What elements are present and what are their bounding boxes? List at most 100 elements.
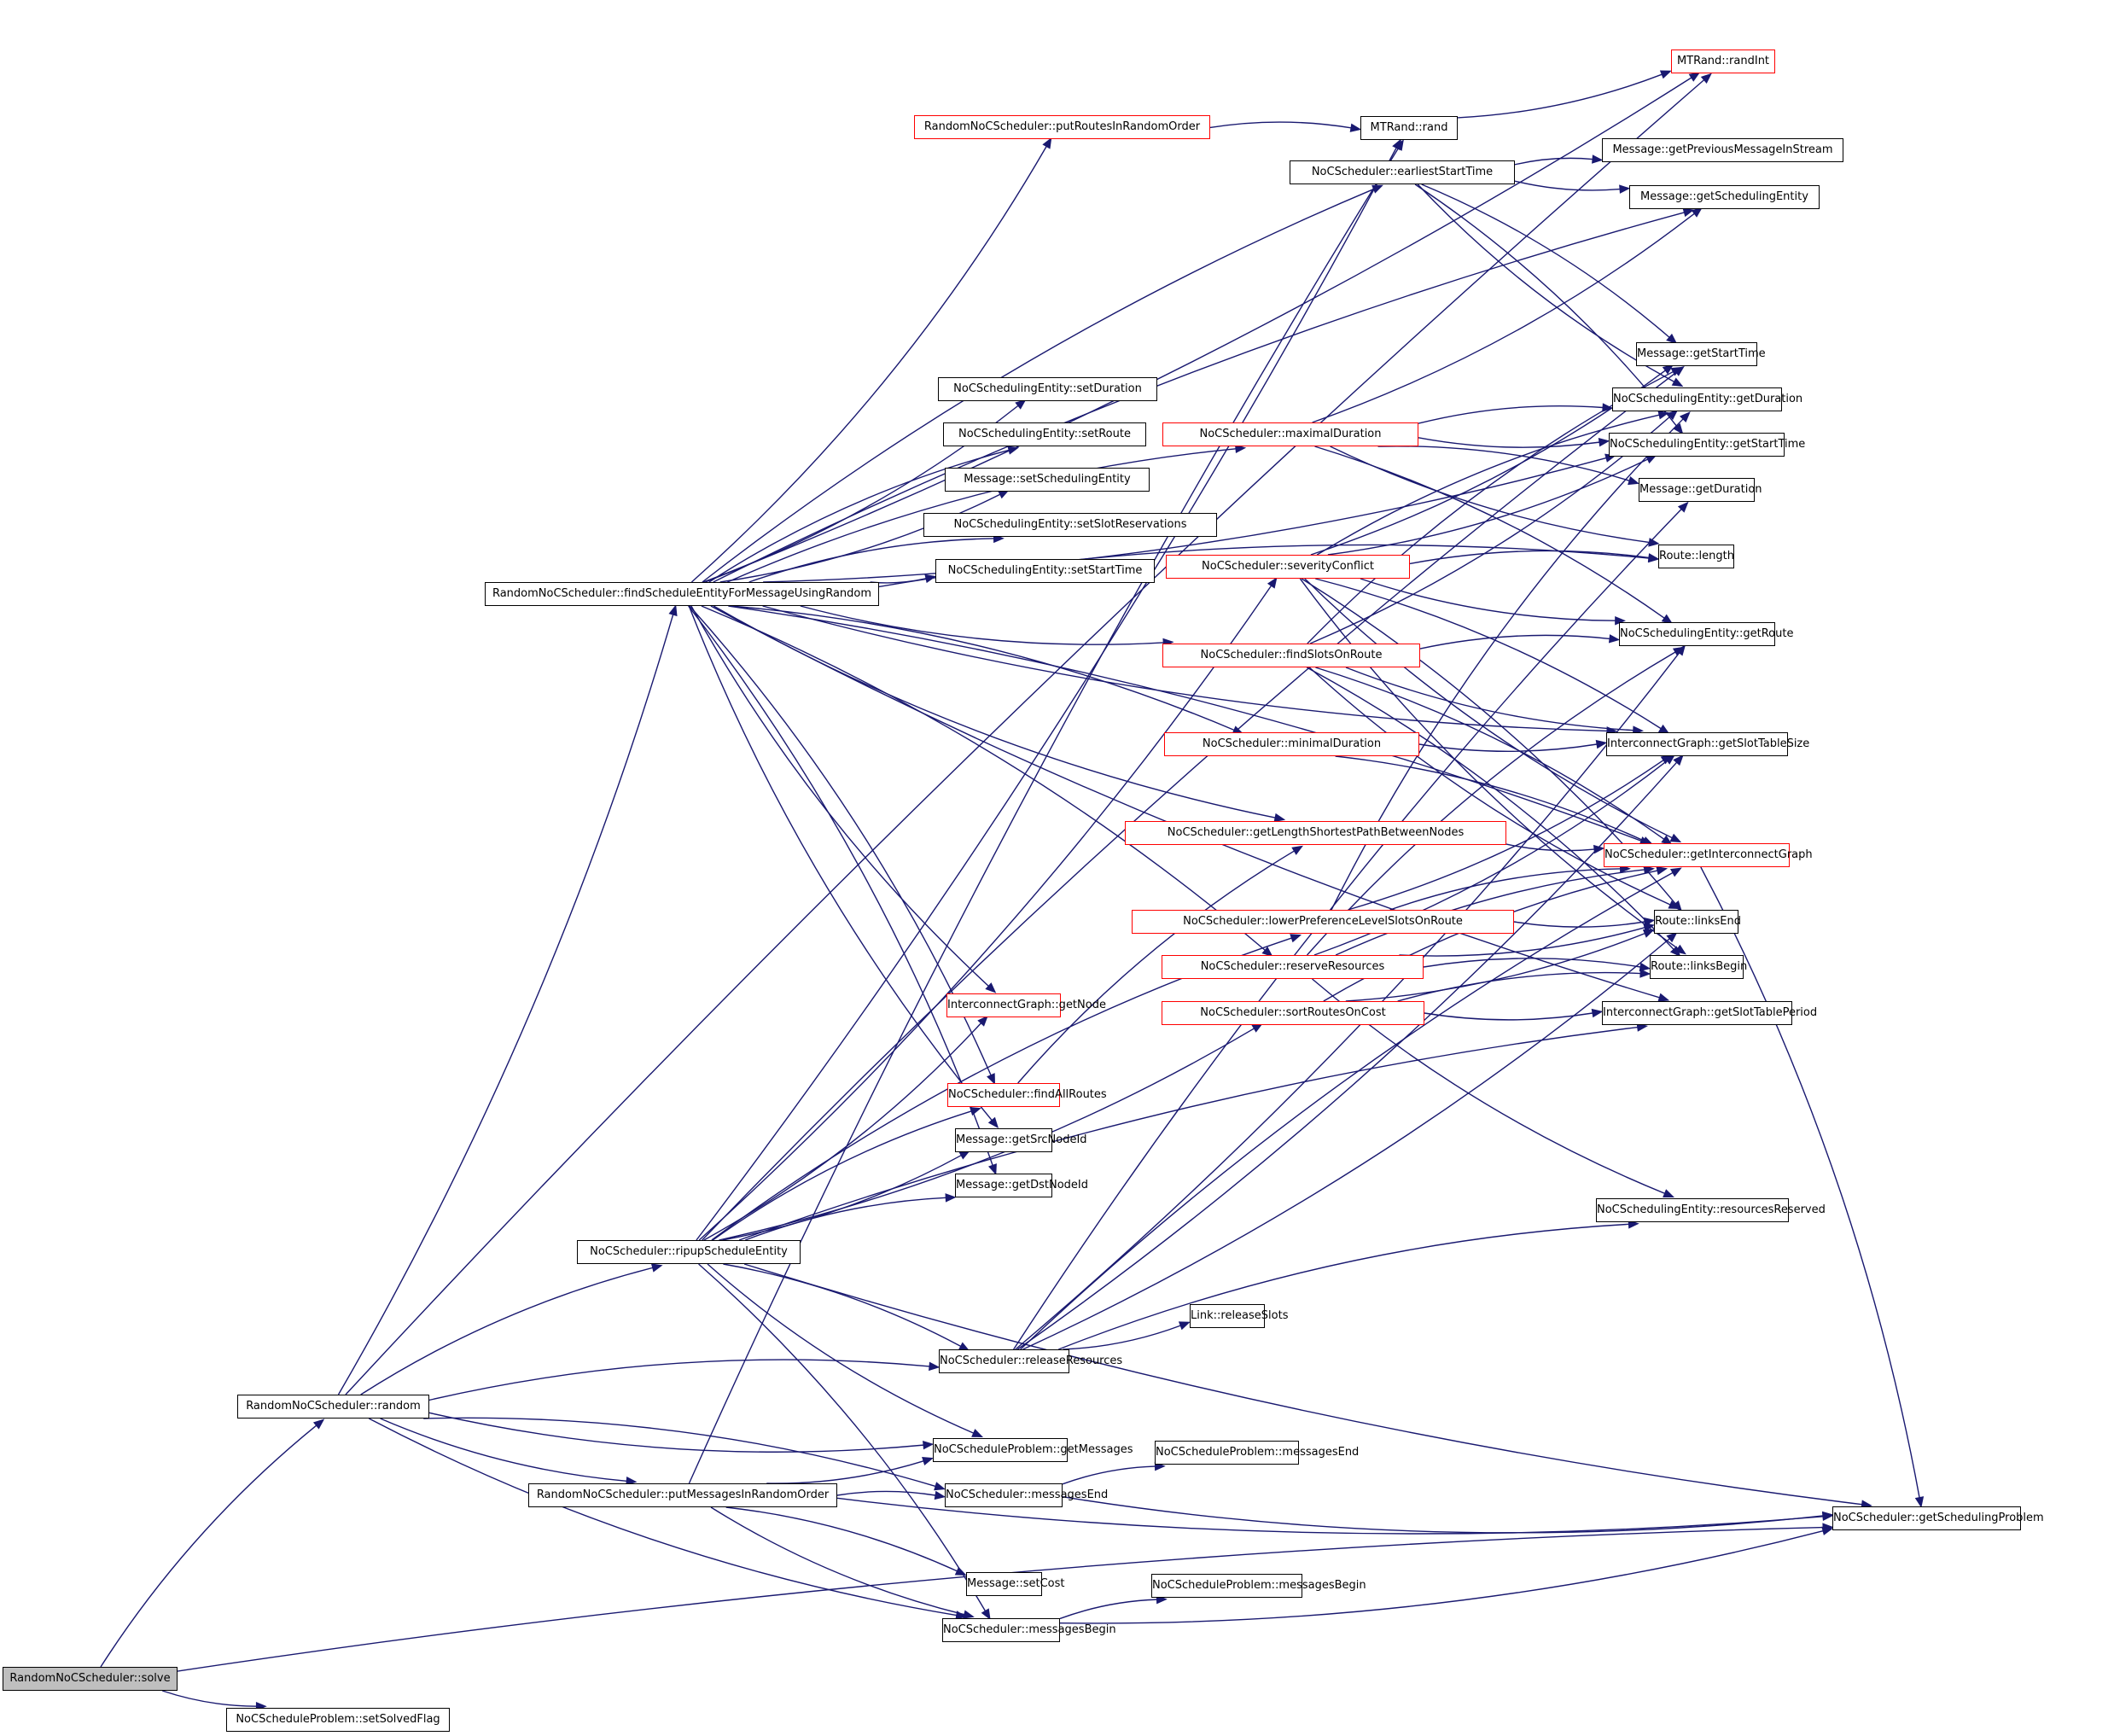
node-release-resources[interactable]: NoCScheduler::releaseResources [939, 1349, 1122, 1373]
arrowhead-icon [1673, 365, 1685, 376]
node-entity-get-duration[interactable]: NoCSchedulingEntity::getDuration [1612, 387, 1802, 411]
arrowhead-icon [1290, 934, 1302, 943]
arrowhead-icon [945, 1193, 957, 1203]
arrowhead-icon [971, 1429, 984, 1437]
edge-putMessages-to-messagesEnd [836, 1490, 936, 1496]
node-find-slots-on-route[interactable]: NoCScheduler::findSlotsOnRoute [1162, 644, 1420, 667]
node-minimal-duration[interactable]: NoCScheduler::minimalDuration [1164, 732, 1419, 756]
arrowhead-icon [1666, 931, 1678, 943]
arrowhead-icon [1349, 123, 1362, 132]
node-sort-routes-on-cost[interactable]: NoCScheduler::sortRoutesOnCost [1162, 1001, 1424, 1025]
node-scheduler-messages-begin[interactable]: NoCScheduler::messagesBegin [942, 1618, 1116, 1642]
node-earliest-start-time[interactable]: NoCScheduler::earliestStartTime [1290, 160, 1515, 184]
node-ripup-schedule-entity[interactable]: NoCScheduler::ripupScheduleEntity [577, 1240, 801, 1264]
node-get-slot-table-size[interactable]: InterconnectGraph::getSlotTableSize [1606, 732, 1809, 756]
arrowhead-icon [1015, 399, 1027, 410]
arrowhead-icon [1663, 754, 1676, 765]
node-resources-reserved[interactable]: NoCSchedulingEntity::resourcesReserved [1596, 1198, 1826, 1222]
arrowhead-icon [1667, 409, 1679, 421]
arrowhead-icon [1682, 207, 1695, 218]
arrowhead-icon [1042, 137, 1052, 149]
edge-reserveRes-to-nseGetRoute [1306, 651, 1676, 956]
node-put-messages-in-random-order[interactable]: RandomNoCScheduler::putMessagesInRandomO… [528, 1483, 837, 1507]
node-entity-get-route[interactable]: NoCSchedulingEntity::getRoute [1619, 622, 1793, 646]
arrowhead-icon [1643, 917, 1656, 927]
node-set-solved-flag[interactable]: NoCScheduleProblem::setSolvedFlag [226, 1708, 450, 1732]
node-lower-preference-level-slots-on-route[interactable]: NoCScheduler::lowerPreferenceLevelSlotsO… [1132, 910, 1514, 934]
edge-ripup-to-msgGetStartTime [702, 371, 1677, 1241]
node-message-get-scheduling-entity[interactable]: Message::getSchedulingEntity [1629, 185, 1820, 209]
node-scheduler-messages-end[interactable]: NoCScheduler::messagesEnd [945, 1483, 1108, 1507]
node-find-schedule-entity-for-message-using-random[interactable]: RandomNoCScheduler::findScheduleEntityFo… [485, 582, 879, 606]
node-set-route[interactable]: NoCSchedulingEntity::setRoute [943, 422, 1146, 446]
node-set-slot-reservations[interactable]: NoCSchedulingEntity::setSlotReservations [923, 513, 1217, 537]
edge-random-to-findSched [337, 614, 674, 1395]
edge-findSched-to-getSlotTableSize [762, 605, 1608, 732]
arrowhead-icon [1639, 962, 1651, 972]
arrowhead-icon [1628, 476, 1639, 486]
arrowhead-icon [988, 1163, 997, 1175]
arrowhead-icon [1234, 444, 1247, 454]
node-get-slot-table-period[interactable]: InterconnectGraph::getSlotTablePeriod [1602, 1001, 1817, 1025]
arrowhead-icon [1657, 411, 1670, 420]
node-maximal-duration[interactable]: NoCScheduler::maximalDuration [1162, 422, 1418, 446]
node-route-length[interactable]: Route::length [1658, 545, 1734, 568]
arrowhead-icon [963, 1610, 975, 1619]
node-put-routes-in-random-order[interactable]: RandomNoCScheduler::putRoutesInRandomOrd… [914, 115, 1210, 139]
edge-severityConflict-to-getInterconnectGraph [1304, 578, 1673, 839]
node-severity-conflict[interactable]: NoCScheduler::severityConflict [1166, 555, 1410, 579]
node-problem-messages-begin[interactable]: NoCScheduleProblem::messagesBegin [1151, 1574, 1366, 1598]
edge-random-to-messagesEnd [423, 1417, 936, 1488]
node-route-links-end[interactable]: Route::linksEnd [1654, 910, 1741, 934]
arrowhead-icon [312, 1419, 325, 1430]
node-get-length-shortest-path-between-nodes[interactable]: NoCScheduler::getLengthShortestPathBetwe… [1125, 821, 1506, 845]
arrowhead-icon [1267, 577, 1278, 589]
node-set-scheduling-entity[interactable]: Message::setSchedulingEntity [945, 468, 1150, 492]
node-find-all-routes[interactable]: NoCScheduler::findAllRoutes [947, 1083, 1107, 1107]
node-problem-messages-end[interactable]: NoCScheduleProblem::messagesEnd [1155, 1441, 1359, 1465]
edge-maximalDuration-to-msgGetSchedEntity [1312, 213, 1695, 423]
arrowhead-icon [1595, 739, 1608, 749]
arrowhead-icon [1669, 946, 1681, 958]
edge-findSched-to-reserveRes [701, 605, 1266, 951]
node-message-set-cost[interactable]: Message::setCost [966, 1572, 1065, 1596]
node-mtrand-rand[interactable]: MTRand::rand [1360, 116, 1458, 140]
node-set-start-time[interactable]: NoCSchedulingEntity::setStartTime [935, 559, 1155, 583]
edge-solve-to-setSolvedFlag [162, 1690, 257, 1707]
edge-severityConflict-to-nseGetRoute [1360, 578, 1616, 621]
arrowhead-icon [1821, 1526, 1834, 1535]
edge-findSched-to-getSrcNodeId [688, 605, 993, 1121]
node-set-duration[interactable]: NoCSchedulingEntity::setDuration [938, 377, 1157, 401]
edge-findSched-to-setSchedEntity [719, 493, 1001, 583]
node-interconnect-graph-get-node[interactable]: InterconnectGraph::getNode [946, 993, 1106, 1017]
node-get-scheduling-problem[interactable]: NoCScheduler::getSchedulingProblem [1832, 1506, 2044, 1530]
node-entity-get-start-time[interactable]: NoCSchedulingEntity::getStartTime [1609, 433, 1805, 457]
edge-findSched-to-setSlotRes [748, 538, 994, 583]
node-link-release-slots[interactable]: Link::releaseSlots [1190, 1304, 1288, 1328]
node-get-dst-node-id[interactable]: Message::getDstNodeId [955, 1174, 1088, 1197]
edge-severityConflict-to-getSlotTableSize [1315, 578, 1662, 730]
edge-putMessages-to-getSchedProblem [836, 1497, 1824, 1535]
node-random-noc-scheduler-solve: RandomNoCScheduler::solve [3, 1667, 178, 1691]
node-reserve-resources[interactable]: NoCScheduler::reserveResources [1162, 955, 1424, 979]
edge-reserveRes-to-linksBegin [1423, 958, 1641, 968]
edge-findSlots-to-msgGetStartTime [1307, 370, 1674, 644]
edge-putMessages-to-getMessages [766, 1460, 924, 1484]
node-message-get-start-time[interactable]: Message::getStartTime [1636, 342, 1766, 366]
edge-maximalDuration-to-nseGetRoute [1314, 446, 1665, 619]
node-get-messages[interactable]: NoCScheduleProblem::getMessages [933, 1438, 1133, 1462]
arrowhead-icon [1821, 1511, 1834, 1521]
node-get-src-node-id[interactable]: Message::getSrcNodeId [955, 1128, 1087, 1152]
edge-random-to-putMessages [380, 1418, 627, 1482]
node-get-interconnect-graph[interactable]: NoCScheduler::getInterconnectGraph [1604, 843, 1813, 867]
edge-sortRoutes-to-linksEnd [1345, 932, 1645, 1002]
node-random[interactable]: RandomNoCScheduler::random [237, 1395, 429, 1419]
node-route-links-begin[interactable]: Route::linksBegin [1650, 955, 1747, 979]
node-mtrand-randint[interactable]: MTRand::randInt [1671, 50, 1775, 73]
node-get-previous-message-in-stream[interactable]: Message::getPreviousMessageInStream [1602, 138, 1843, 162]
edge-putMessages-to-messagesBegin [710, 1506, 964, 1616]
edge-findSched-to-putRoutes [690, 146, 1047, 583]
edge-severityConflict-to-nseGetStartTime [1327, 458, 1648, 556]
node-message-get-duration[interactable]: Message::getDuration [1639, 478, 1762, 502]
